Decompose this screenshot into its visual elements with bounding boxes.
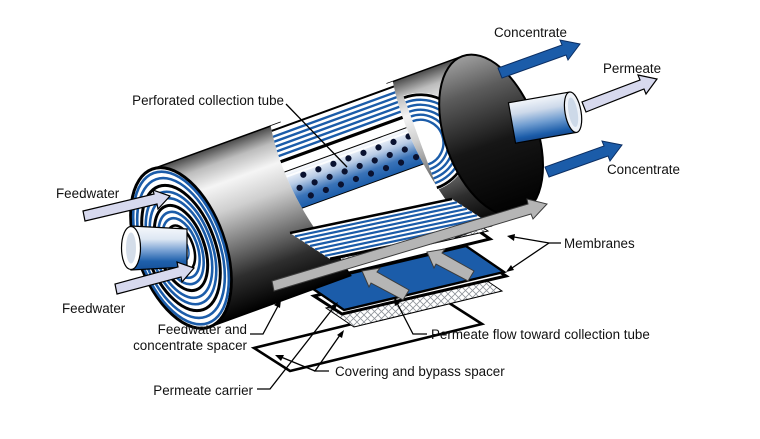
arrowhead	[274, 300, 281, 308]
feed-channel-flow-arrow-icon	[271, 198, 548, 292]
leader-feed-spacer	[250, 305, 279, 335]
leader-permeate-carrier	[257, 306, 335, 390]
perforation-dots	[296, 133, 423, 199]
feedwater-arrow-top-icon	[82, 189, 172, 222]
label-feedwater-spacer-line1: Feedwater and	[158, 322, 247, 337]
concentrate-arrow-top-icon	[497, 39, 581, 79]
label-perforated-collection-tube: Perforated collection tube	[132, 93, 284, 108]
arrowhead	[275, 355, 284, 361]
label-concentrate-right: Concentrate	[607, 162, 680, 177]
tube-bore	[126, 232, 136, 264]
label-feedwater-top: Feedwater	[56, 186, 120, 201]
feedwater-arrow-bottom-icon	[114, 261, 196, 295]
arrowhead	[337, 330, 344, 338]
arrowhead	[507, 234, 515, 241]
leader-permeate-flow	[396, 302, 427, 335]
permeate-flow-arrow-right-icon	[426, 248, 475, 282]
label-membranes: Membranes	[564, 236, 635, 251]
label-permeate-flow: Permeate flow toward collection tube	[431, 327, 650, 342]
label-feedwater-bottom: Feedwater	[62, 301, 126, 316]
label-feedwater-spacer-line2: concentrate spacer	[133, 338, 247, 353]
wrap-stripes-top	[267, 78, 424, 165]
permeate-tube-bore	[567, 97, 579, 128]
tube-highlight	[280, 124, 428, 180]
concentrate-arrow-right-icon	[544, 140, 623, 178]
collection-tube-left-end	[120, 225, 188, 271]
permeate-flow-arrow-left-icon	[361, 267, 410, 301]
labels: Perforated collection tube Concentrate P…	[56, 25, 680, 398]
label-covering-bypass-spacer: Covering and bypass spacer	[335, 364, 505, 379]
arrowhead	[394, 297, 400, 306]
leader-lines	[250, 103, 561, 390]
permeate-arrow-icon	[581, 74, 659, 113]
label-concentrate-top: Concentrate	[494, 25, 567, 40]
flow-arrows	[82, 39, 659, 301]
leader-covering-left	[280, 356, 316, 372]
leader-perforated-tube	[285, 103, 348, 168]
leader-membranes-lower	[511, 242, 550, 269]
permeate-tube	[507, 91, 583, 144]
arrowhead	[506, 265, 514, 272]
label-permeate: Permeate	[603, 61, 661, 76]
arrowhead	[331, 302, 338, 310]
label-permeate-carrier: Permeate carrier	[153, 383, 253, 398]
